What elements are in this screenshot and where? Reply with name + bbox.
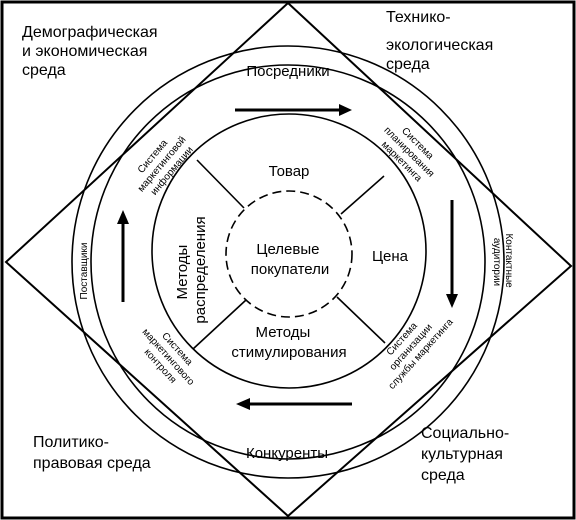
inner-ring-circle	[151, 113, 427, 389]
mix-product: Товар	[269, 163, 310, 180]
arrow-bottom-head	[236, 398, 250, 410]
cycle-arrows	[117, 104, 458, 410]
env-bottom-right: Социально- культурная среда	[421, 425, 514, 484]
center-circle	[225, 190, 353, 318]
arrow-top-head	[339, 104, 352, 116]
mix-promotion: Методы стимулирования	[231, 324, 346, 361]
mix-distribution: Методы распределения	[174, 216, 209, 323]
ring-label-bottom: Конкуренты	[246, 445, 328, 462]
ring-label-left: Поставщики	[79, 243, 90, 300]
env-top-left: Демографическая и экономическая среда	[22, 24, 162, 79]
divider-bottom-left	[192, 299, 247, 350]
center-target-buyers: Целевые покупатели	[251, 241, 330, 278]
divider-bottom-right	[336, 296, 386, 344]
divider-top-left	[196, 159, 245, 209]
ring-label-right: Контактные аудитории	[491, 233, 514, 290]
outer-ring-circle	[71, 45, 505, 479]
ring-label-top: Посредники	[246, 63, 329, 80]
arrow-right-head	[446, 294, 458, 308]
middle-ring-circle	[90, 64, 486, 460]
env-bottom-left: Политико- правовая среда	[33, 434, 151, 472]
diamond-border	[4, 1, 573, 518]
env-top-right: Технико- экологическая среда	[386, 9, 498, 73]
divider-top-right	[340, 175, 385, 215]
mix-price: Цена	[372, 248, 409, 265]
system-information: Система маркетинговой информации	[127, 125, 200, 202]
arrow-left-head	[117, 210, 129, 224]
